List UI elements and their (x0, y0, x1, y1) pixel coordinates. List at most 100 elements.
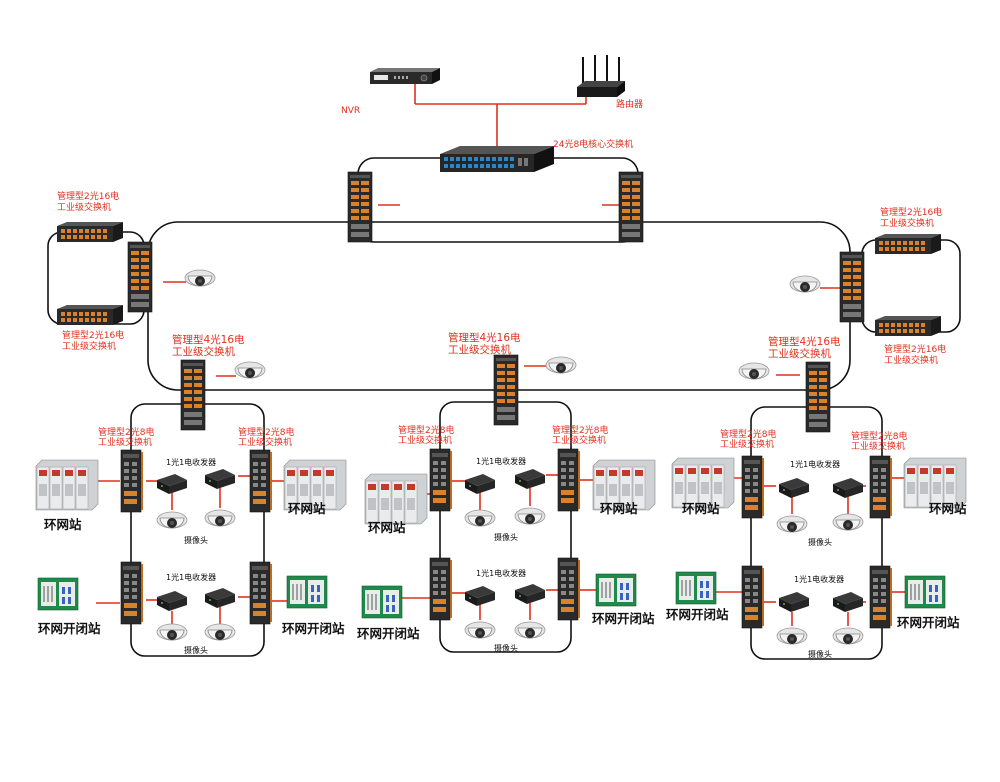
media-converter-icon (465, 474, 495, 494)
left-top-switch-label-1: 管理型2光16电 (57, 190, 119, 202)
ring-switch-station-label: 环网开闭站 (666, 607, 729, 622)
camera-label: 摄像头 (184, 645, 208, 655)
din-rail-switch-icon (120, 561, 144, 625)
right-bottom-switch-label-2: 工业级交换机 (884, 354, 938, 366)
converter-label: 1光1电收发器 (476, 456, 526, 466)
switch-2x8-label-2: 工业级交换机 (398, 434, 452, 446)
media-converter-icon (157, 591, 187, 611)
nvr-icon (370, 68, 440, 84)
switch-2x8-label-2: 工业级交换机 (238, 436, 292, 448)
ring-main-unit-icon (361, 585, 403, 619)
media-converter-icon (205, 469, 235, 489)
din-rail-switch-icon (869, 455, 893, 519)
switch-2x8-label-1: 管理型2光8电 (720, 428, 776, 440)
right-side-din-switch (839, 251, 865, 323)
camera-label: 摄像头 (808, 537, 832, 547)
core-ring-switch-left (347, 171, 373, 243)
rack-switch-left-bottom (57, 305, 123, 325)
camera-label: 摄像头 (184, 535, 208, 545)
main-switch-middle-label-2: 工业级交换机 (448, 343, 511, 356)
switch-2x8-label-2: 工业级交换机 (851, 440, 905, 452)
core-switch-icon (440, 146, 554, 172)
main-switch-right-label-1: 管理型4光16电 (768, 335, 841, 348)
switch-2x8-label-1: 管理型2光8电 (851, 430, 907, 442)
core-ring-switch-right (618, 171, 644, 243)
ring-station-label: 环网站 (288, 501, 326, 516)
dome-camera-icon (234, 361, 266, 379)
converter-label: 1光1电收发器 (476, 568, 526, 578)
media-converter-icon (465, 586, 495, 606)
ring-station-label: 环网站 (682, 501, 720, 516)
dome-camera-icon (156, 511, 188, 529)
ring-station-label: 环网站 (368, 520, 406, 535)
dome-camera-icon (545, 356, 577, 374)
main-switch-middle-label-1: 管理型4光16电 (448, 331, 521, 344)
main-ring-switch-left (180, 359, 206, 431)
left-top-switch-label-2: 工业级交换机 (57, 201, 111, 213)
converter-label: 1光1电收发器 (166, 572, 216, 582)
switch-2x8-label-2: 工业级交换机 (720, 438, 774, 450)
media-converter-icon (779, 592, 809, 612)
main-ring-switch-right (805, 361, 831, 433)
switch-2x8-label-1: 管理型2光8电 (552, 424, 608, 436)
switch-2x8-label-2: 工业级交换机 (552, 434, 606, 446)
left-bottom-switch-label-2: 工业级交换机 (62, 340, 116, 352)
media-converter-icon (833, 478, 863, 498)
switch-2x8-label-2: 工业级交换机 (98, 436, 152, 448)
din-rail-switch-icon (869, 565, 893, 629)
dome-camera-icon (464, 509, 496, 527)
ring-main-unit-icon (37, 577, 79, 611)
dome-camera-icon (204, 509, 236, 527)
router-label: 路由器 (616, 98, 643, 110)
ring-main-unit-icon (286, 575, 328, 609)
ring-switch-station-label: 环网开闭站 (38, 621, 101, 636)
dome-camera-icon (832, 627, 864, 645)
dome-camera-icon (464, 621, 496, 639)
dome-camera-icon (776, 627, 808, 645)
camera-label: 摄像头 (494, 532, 518, 542)
dome-camera-icon (184, 269, 216, 287)
rack-switch-right-bottom (875, 316, 941, 336)
right-top-switch-label-1: 管理型2光16电 (880, 206, 942, 218)
router-icon (577, 55, 625, 97)
dome-camera-icon (789, 275, 821, 293)
ring-main-unit-icon (595, 573, 637, 607)
ring-station-label: 环网站 (929, 501, 967, 516)
media-converter-icon (833, 592, 863, 612)
ring-switch-station-label: 环网开闭站 (897, 615, 960, 630)
switchgear-cabinet-icon (35, 459, 99, 511)
switch-2x8-label-1: 管理型2光8电 (398, 424, 454, 436)
rack-switch-left-top (57, 222, 123, 242)
ring-main-unit-icon (675, 571, 717, 605)
dome-camera-icon (204, 623, 236, 641)
main-ring-switch-middle (493, 354, 519, 426)
left-bottom-switch-label-1: 管理型2光16电 (62, 329, 124, 341)
dome-camera-icon (514, 621, 546, 639)
converter-label: 1光1电收发器 (166, 457, 216, 467)
bottom-group-left: 管理型2光8电 工业级交换机 管理型2光8电 工业级交换机 1光1电收发器 1光… (35, 426, 347, 655)
left-side-din-switch (127, 241, 153, 313)
din-rail-switch-icon (249, 449, 273, 513)
media-converter-icon (205, 588, 235, 608)
bottom-group-right: 管理型2光8电 工业级交换机 管理型2光8电 工业级交换机 1光1电收发器 1光… (666, 428, 967, 659)
media-converter-icon (779, 478, 809, 498)
right-bottom-switch-label-1: 管理型2光16电 (884, 343, 946, 355)
media-converter-icon (157, 474, 187, 494)
ring-main-unit-icon (904, 575, 946, 609)
din-rail-switch-icon (120, 449, 144, 513)
switch-2x8-label-1: 管理型2光8电 (238, 426, 294, 438)
din-rail-switch-icon (741, 565, 765, 629)
dome-camera-icon (776, 515, 808, 533)
din-rail-switch-icon (249, 561, 273, 625)
converter-label: 1光1电收发器 (790, 459, 840, 469)
ring-switch-station-label: 环网开闭站 (592, 611, 655, 626)
nvr-label: NVR (341, 106, 360, 116)
bottom-group-middle: 管理型2光8电 工业级交换机 管理型2光8电 工业级交换机 1光1电收发器 1光… (357, 424, 656, 653)
ring-switch-station-label: 环网开闭站 (282, 621, 345, 636)
din-rail-switch-icon (429, 448, 453, 512)
switch-2x8-label-1: 管理型2光8电 (98, 426, 154, 438)
ring-station-label: 环网站 (44, 517, 82, 532)
dome-camera-icon (738, 362, 770, 380)
